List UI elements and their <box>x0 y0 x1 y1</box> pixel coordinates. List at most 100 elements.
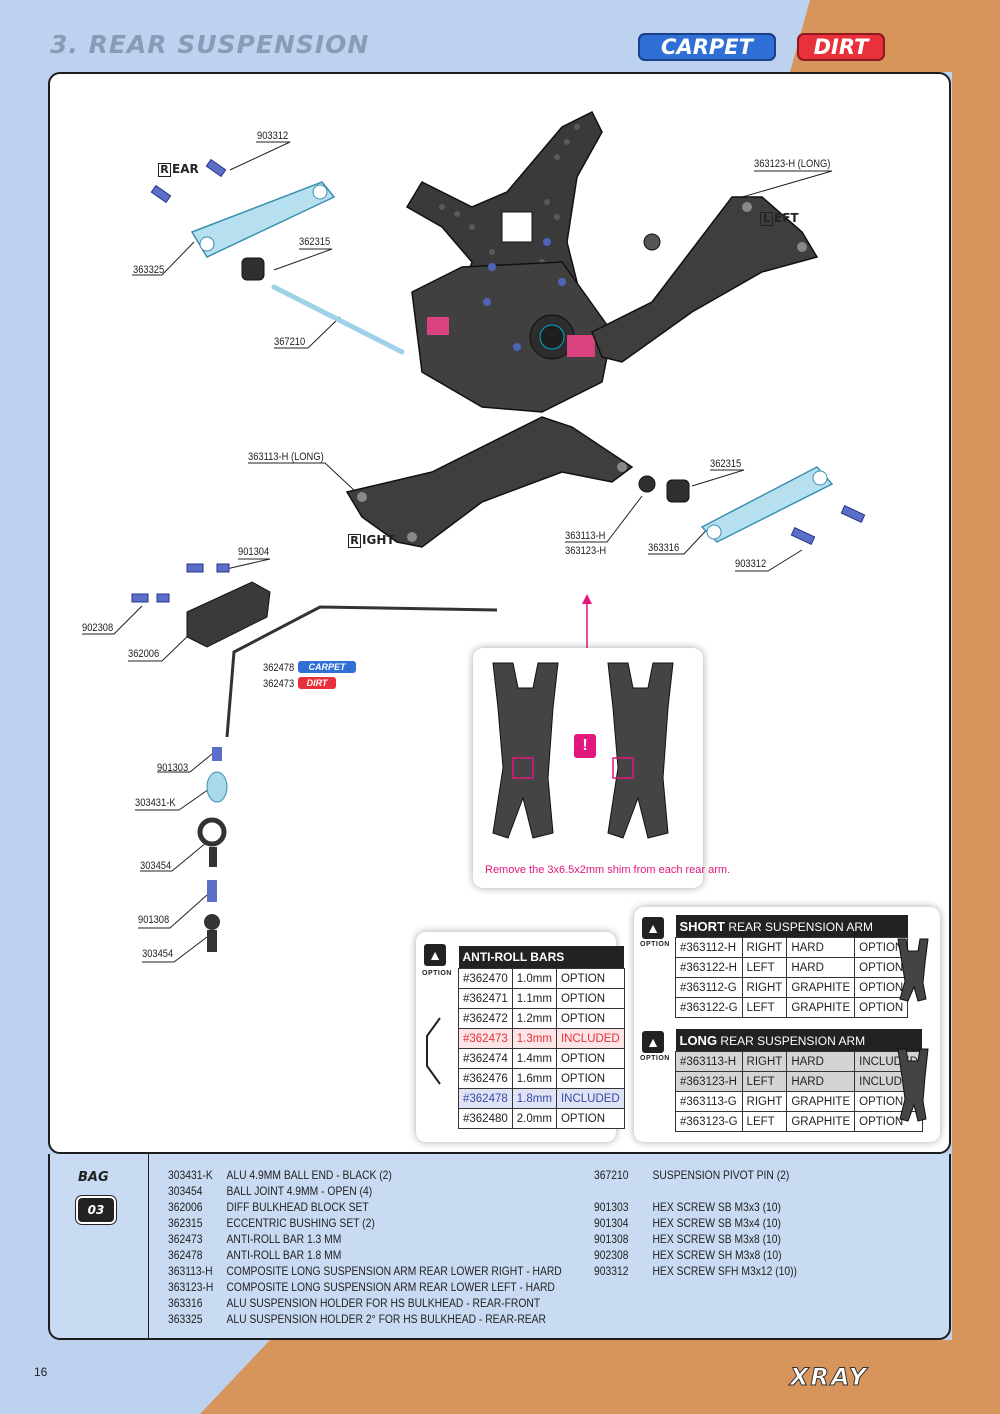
part-description: HEX SCREW SFH M3x12 (10)) <box>652 1264 797 1278</box>
brand-logo: XRAY <box>789 1363 869 1392</box>
dirt-badge: DIRT <box>797 33 885 61</box>
antiroll-cell-size: 1.3mm <box>511 1028 557 1049</box>
label-363123h-long: 363123-H (LONG) <box>754 158 831 170</box>
antiroll-cell-size: 1.2mm <box>511 1008 557 1029</box>
short-arm-cell-code: #363122-H <box>675 957 743 978</box>
long-arm-cell-mat: HARD <box>786 1051 856 1072</box>
long-arm-cell-code: #363113-G <box>675 1091 743 1112</box>
part-code: 901303 <box>594 1200 629 1214</box>
antiroll-cell-status: OPTION <box>555 988 625 1009</box>
short-arm-cell-code: #363112-H <box>675 937 743 958</box>
parts-row: 367210 SUSPENSION PIVOT PIN (2) <box>594 1168 789 1182</box>
antiroll-cell-code: #362473 <box>458 1028 513 1049</box>
label-362473: 362473 <box>263 678 295 690</box>
short-arm-cell-status: OPTION <box>854 997 909 1018</box>
exploded-view-artwork <box>82 110 866 963</box>
part-description: DIFF BULKHEAD BLOCK SET <box>226 1200 369 1214</box>
label-901308: 901308 <box>138 914 170 926</box>
label-362315-mid: 362315 <box>710 458 742 470</box>
thumbs-up-icon: ▲ <box>642 1031 664 1053</box>
antiroll-cell-status: OPTION <box>555 1048 625 1069</box>
part-code: 901308 <box>594 1232 629 1246</box>
label-363123h: 363123-H <box>565 545 607 557</box>
part-code: 367210 <box>594 1168 629 1182</box>
label-901304: 901304 <box>238 546 270 558</box>
long-arm-title: LONG REAR SUSPENSION ARM <box>675 1029 923 1052</box>
antiroll-cell-status: OPTION <box>555 1068 625 1089</box>
antiroll-cell-code: #362472 <box>458 1008 513 1029</box>
long-arm-cell-side: LEFT <box>741 1111 788 1132</box>
antiroll-cell-status: OPTION <box>555 968 625 989</box>
part-code: 903312 <box>594 1264 629 1278</box>
arm-pair-illustration <box>492 662 674 839</box>
antiroll-cell-code: #362474 <box>458 1048 513 1069</box>
shim-note-text: Remove the 3x6.5x2mm shim from each rear… <box>485 864 731 876</box>
part-code: 362473 <box>168 1232 203 1246</box>
antiroll-cell-size: 1.4mm <box>511 1048 557 1069</box>
assembly-diagram-frame: 903312 363325 362315 367210 363123-H (LO… <box>48 72 951 1154</box>
part-description: HEX SCREW SB M3x4 (10) <box>652 1216 781 1230</box>
long-arm-cell-side: LEFT <box>741 1071 788 1092</box>
short-arm-cell-status: OPTION <box>854 937 909 958</box>
carpet-badge: CARPET <box>638 33 776 61</box>
long-arm-cell-mat: HARD <box>786 1071 856 1092</box>
part-description: ALU 4.9MM BALL END - BLACK (2) <box>226 1168 392 1182</box>
bag-number: 03 <box>78 1198 114 1222</box>
part-code: 363316 <box>168 1296 203 1310</box>
parts-list-box <box>48 1154 951 1340</box>
part-description: ALU SUSPENSION HOLDER FOR HS BULKHEAD - … <box>226 1296 541 1310</box>
mini-carpet-badge: CARPET <box>298 661 356 673</box>
short-arm-cell-mat: HARD <box>786 957 856 978</box>
short-arm-cell-code: #363122-G <box>675 997 743 1018</box>
short-arm-cell-side: LEFT <box>741 957 788 978</box>
part-code: 363325 <box>168 1312 203 1326</box>
short-arm-cell-side: LEFT <box>741 997 788 1018</box>
bag-label: BAG <box>78 1170 109 1185</box>
label-362006: 362006 <box>128 648 160 660</box>
antiroll-cell-status: OPTION <box>555 1108 625 1129</box>
label-901303: 901303 <box>157 762 189 774</box>
antiroll-cell-size: 1.1mm <box>511 988 557 1009</box>
label-367210: 367210 <box>274 336 306 348</box>
thumbs-up-icon: ▲ <box>642 917 664 939</box>
antiroll-cell-size: 1.6mm <box>511 1068 557 1089</box>
part-description: ECCENTRIC BUSHING SET (2) <box>226 1216 375 1230</box>
part-description: SUSPENSION PIVOT PIN (2) <box>652 1168 790 1182</box>
long-arm-cell-code: #363123-H <box>675 1071 743 1092</box>
part-code: 902308 <box>594 1248 629 1262</box>
parts-row: 363316 ALU SUSPENSION HOLDER FOR HS BULKH… <box>168 1296 540 1310</box>
part-code: 303454 <box>168 1184 203 1198</box>
antiroll-cell-code: #362471 <box>458 988 513 1009</box>
part-description: HEX SCREW SB M3x3 (10) <box>652 1200 781 1214</box>
part-description: HEX SCREW SH M3x8 (10) <box>652 1248 782 1262</box>
label-903312-mid: 903312 <box>735 558 767 570</box>
long-arm-cell-mat: GRAPHITE <box>786 1111 856 1132</box>
label-903312: 903312 <box>257 130 289 142</box>
antiroll-bar-icon <box>426 1017 441 1085</box>
short-arm-cell-mat: GRAPHITE <box>786 977 856 998</box>
parts-row: 901303 HEX SCREW SB M3x3 (10) <box>594 1200 781 1214</box>
label-362478: 362478 <box>263 662 295 674</box>
